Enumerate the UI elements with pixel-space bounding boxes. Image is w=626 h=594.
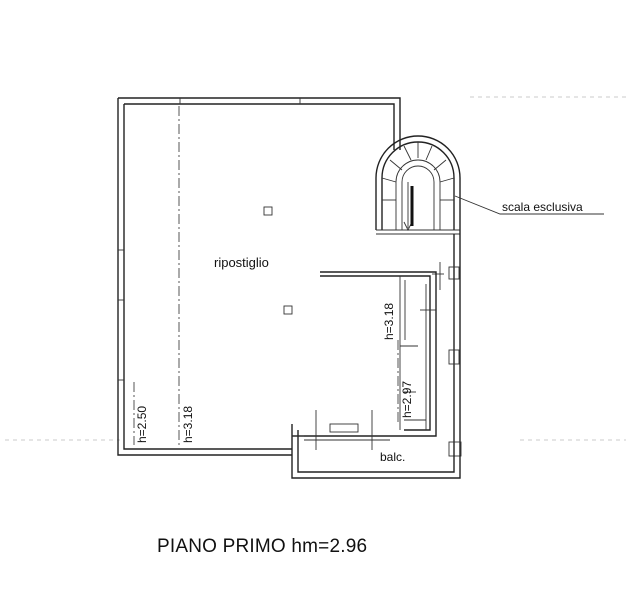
height-label: h=2.50	[135, 406, 149, 443]
stair-leader-line	[454, 195, 604, 215]
right-walls	[432, 230, 462, 457]
balcony	[291, 410, 461, 479]
stair-label: scala esclusiva	[502, 200, 583, 214]
room-label: ripostiglio	[214, 255, 269, 270]
stair	[375, 135, 461, 235]
balcony-label: balc.	[380, 450, 405, 464]
column-marker	[263, 206, 273, 216]
dimension-lines	[133, 106, 399, 445]
height-label: h=2.97	[400, 381, 414, 418]
height-label: h=3.18	[382, 303, 396, 340]
plan-title: PIANO PRIMO hm=2.96	[157, 536, 368, 557]
outer-walls	[117, 97, 401, 456]
height-label: h=3.18	[181, 406, 195, 443]
column-marker	[283, 305, 293, 315]
reference-lines	[5, 96, 626, 441]
interior-partition	[292, 271, 437, 437]
